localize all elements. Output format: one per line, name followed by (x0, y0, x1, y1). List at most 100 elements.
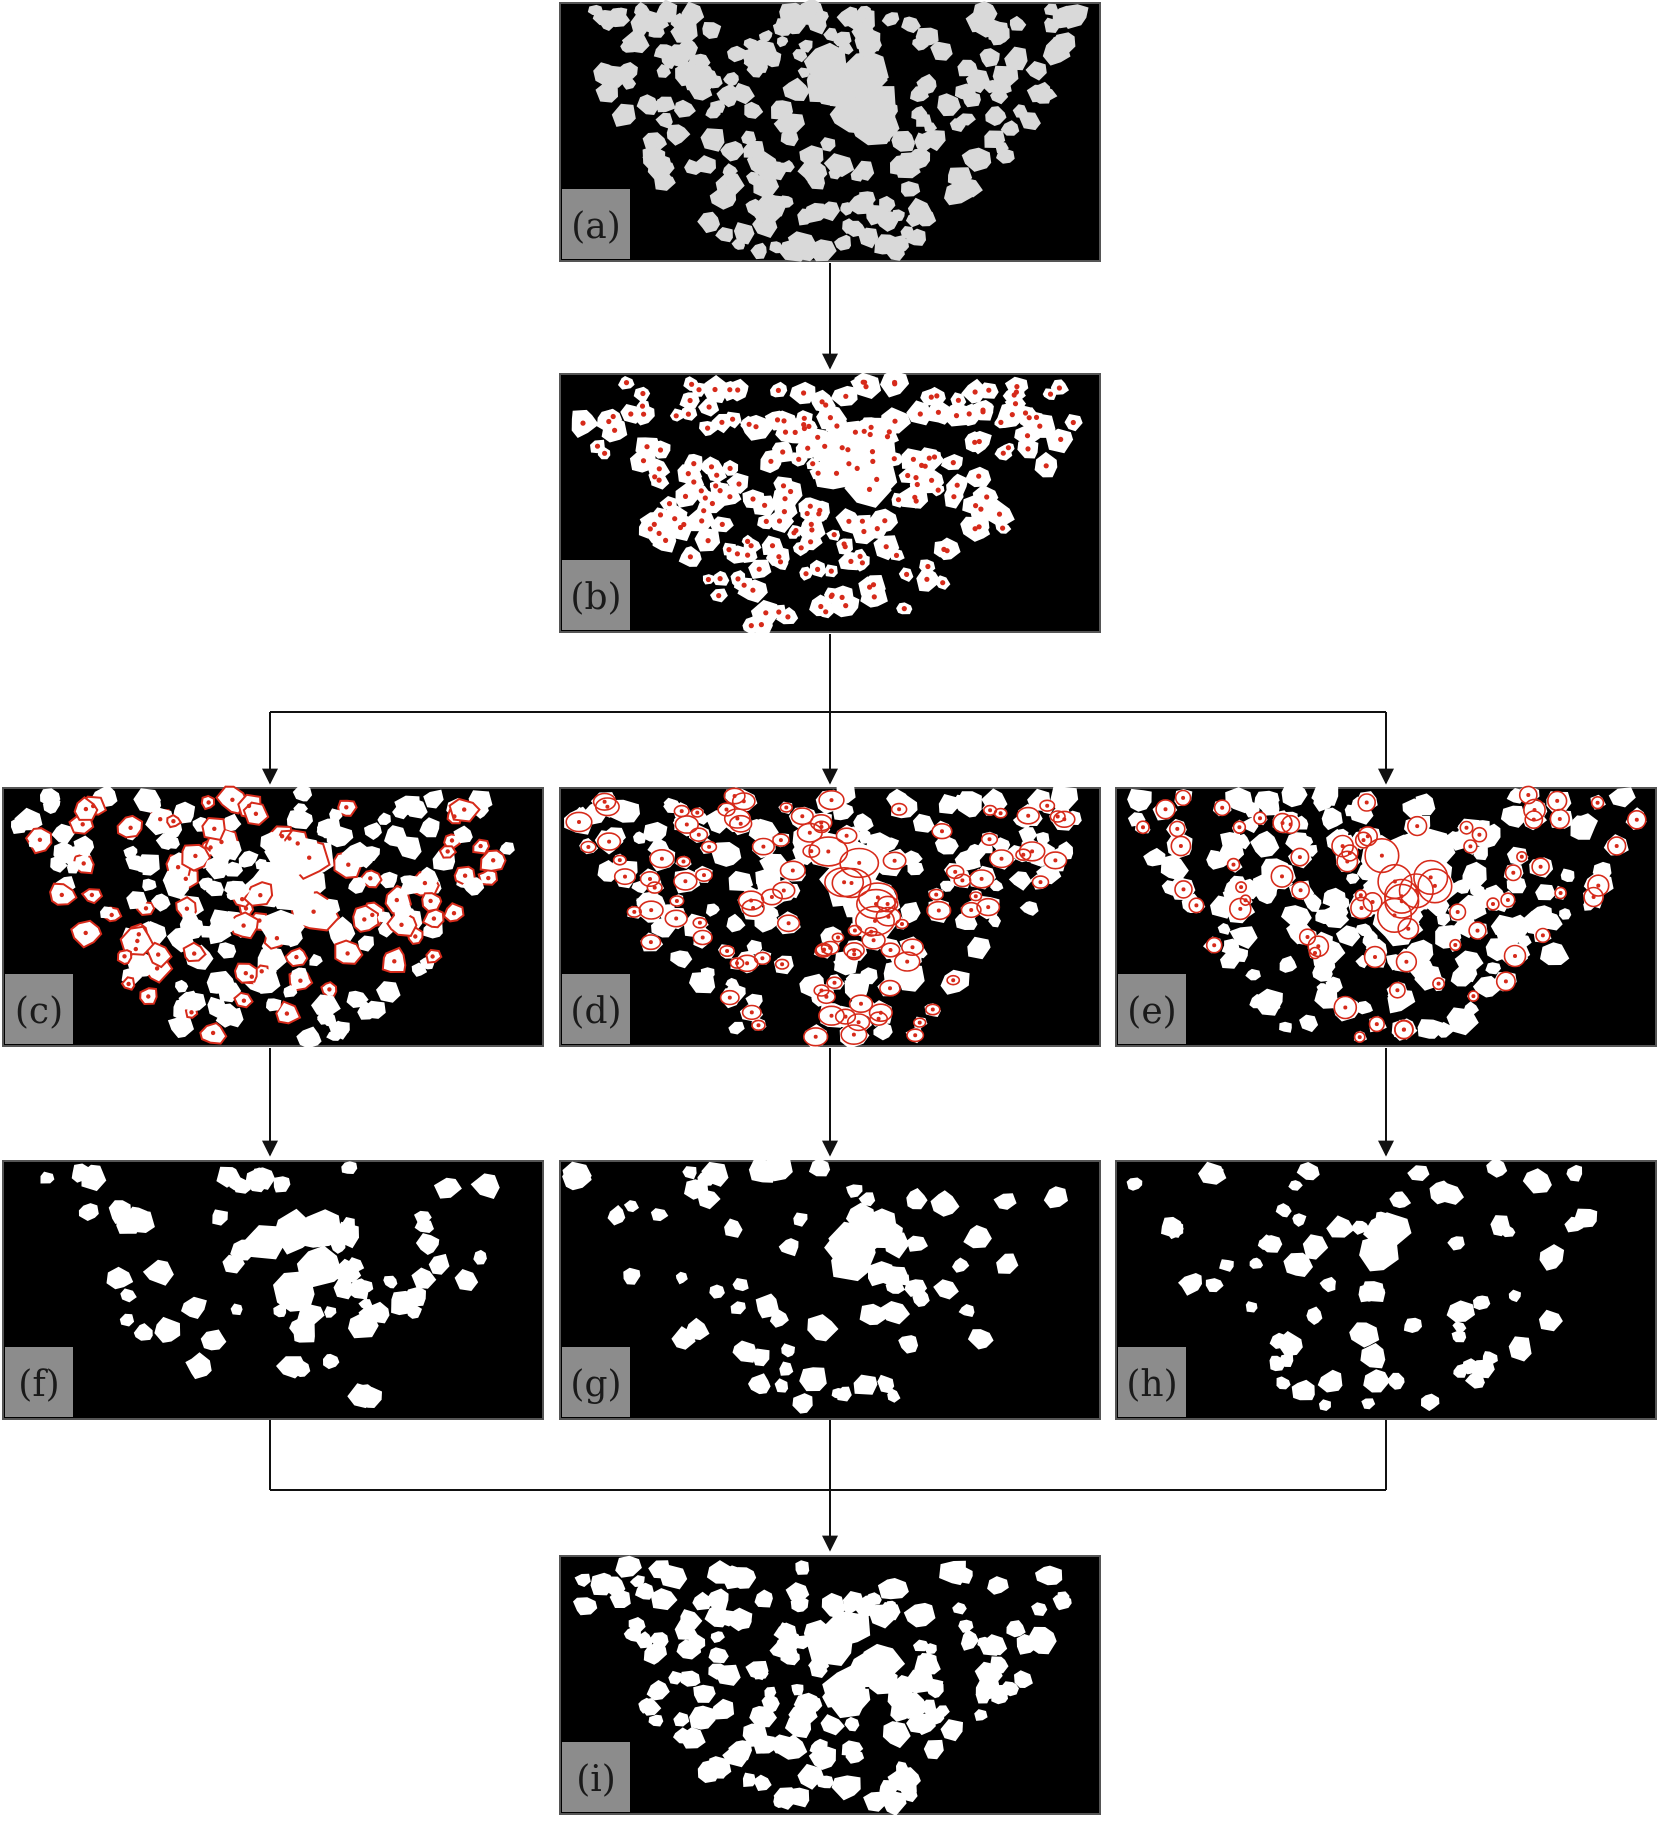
centroid-dot (1000, 450, 1006, 456)
centroid-dot (749, 1010, 754, 1015)
centroid-dot (219, 839, 224, 845)
centroid-dot (705, 425, 711, 431)
particle (293, 803, 308, 815)
particle (1279, 955, 1297, 973)
centroid-dot (893, 552, 900, 558)
centroid-dot (122, 954, 127, 959)
particle (1375, 1211, 1390, 1227)
centroid-dot (910, 945, 915, 950)
centroid-dot (1392, 879, 1397, 884)
particle (930, 1190, 960, 1217)
centroid-dot (859, 518, 865, 524)
particle (732, 1340, 757, 1363)
centroid-dot (953, 869, 958, 874)
particle (276, 1356, 307, 1379)
particle (1436, 911, 1451, 927)
fitted-circle (1136, 820, 1150, 835)
particle (787, 1787, 810, 1808)
centroid-dot (781, 888, 786, 893)
particle (902, 850, 923, 867)
fitted-circle (1341, 844, 1359, 862)
particle (744, 101, 764, 119)
particle (900, 1785, 918, 1803)
centroid-dot (1475, 928, 1480, 933)
particle (967, 1329, 994, 1350)
fitted-circle (1232, 820, 1247, 834)
centroid-dot (936, 908, 941, 913)
fitted-ellipse (741, 899, 765, 918)
fitted-ellipse (753, 951, 771, 966)
particle (965, 8, 994, 33)
fitted-ellipse (818, 790, 845, 811)
centroid-dot (867, 431, 873, 438)
centroid-dot (679, 809, 684, 814)
centroid-dot (1364, 800, 1369, 805)
centroid-dot (1181, 795, 1186, 800)
fitted-ellipse (626, 905, 643, 918)
centroid-dot (972, 526, 978, 532)
particle (1508, 1336, 1532, 1362)
centroid-dot (955, 397, 961, 403)
centroid-dot (885, 902, 890, 906)
particle (1516, 934, 1532, 947)
fitted-ellipse (924, 1003, 941, 1016)
particle (328, 1021, 350, 1040)
particle (1314, 954, 1336, 974)
fitted-ellipse (976, 897, 1001, 917)
centroid-dot (1021, 852, 1026, 857)
centroid-dot (1055, 814, 1060, 819)
particle (1229, 795, 1243, 808)
particle (1000, 120, 1020, 136)
centroid-dot (1428, 875, 1433, 880)
centroid-dot (793, 527, 799, 534)
centroid-dot (788, 488, 794, 495)
particle (670, 950, 693, 969)
centroid-dot (392, 959, 397, 964)
fitted-circle (1518, 785, 1538, 805)
centroid-dot (610, 413, 616, 420)
fitted-ellipse (848, 994, 874, 1013)
centroid-dot (883, 544, 889, 550)
fitted-ellipse (777, 914, 801, 933)
centroid-dot (861, 428, 867, 434)
centroid-dot (648, 877, 652, 881)
centroid-dot (732, 794, 737, 798)
particle (964, 797, 978, 812)
particle (778, 1238, 799, 1257)
particle (251, 1167, 276, 1190)
fitted-circle (1549, 808, 1570, 830)
particle (890, 1702, 913, 1722)
fitted-ellipse (1043, 851, 1068, 870)
particle (939, 880, 955, 892)
particle (609, 1588, 631, 1608)
centroid-dot (714, 472, 720, 478)
fitted-ellipse (989, 849, 1014, 869)
fitted-circle (1388, 981, 1406, 999)
centroid-dot (1358, 893, 1363, 898)
particle (1386, 954, 1406, 971)
connectors (262, 263, 1394, 1552)
fitted-circle (1226, 857, 1241, 872)
particle (221, 813, 242, 831)
particle (764, 162, 787, 181)
centroid-dot (1540, 933, 1545, 938)
centroid-dot (362, 917, 367, 922)
fitted-ellipse (808, 836, 849, 867)
particle (1400, 829, 1445, 866)
centroid-dot (1238, 906, 1243, 911)
centroid-dot (979, 876, 984, 881)
particle (1482, 1351, 1498, 1365)
particle (952, 1602, 967, 1615)
centroid-dot (748, 623, 754, 629)
particle (939, 1560, 966, 1586)
particle (296, 1026, 322, 1049)
particle (273, 1176, 291, 1193)
particle (748, 818, 779, 843)
centroid-dot (594, 443, 601, 449)
fitted-circle (1376, 897, 1413, 934)
centroid-dot (1033, 414, 1040, 420)
particle (167, 1015, 194, 1038)
particle (746, 171, 761, 186)
particle (1161, 880, 1178, 896)
fitted-ellipse (926, 900, 952, 921)
